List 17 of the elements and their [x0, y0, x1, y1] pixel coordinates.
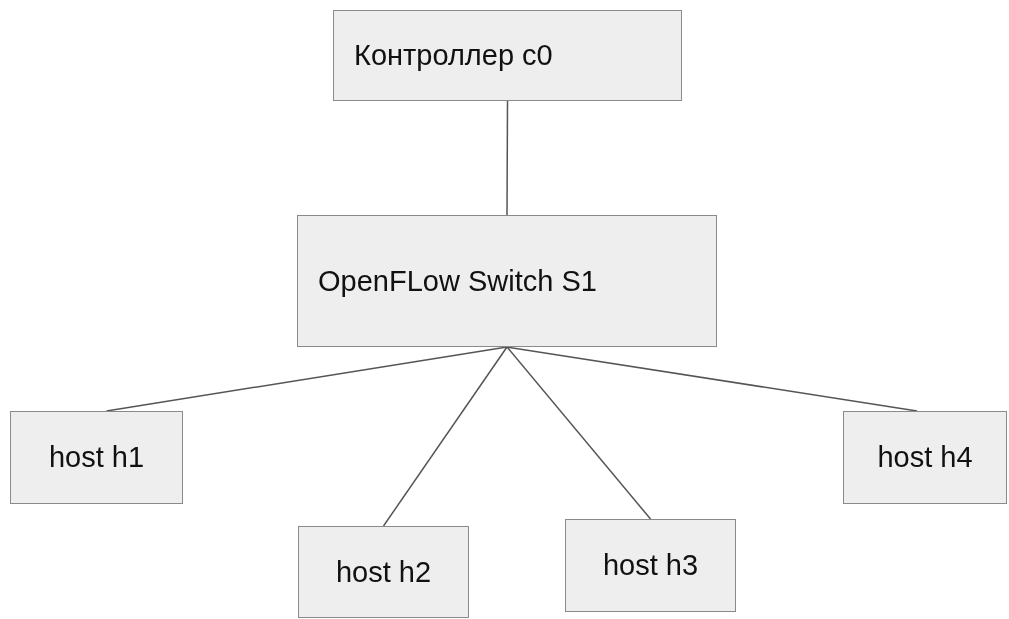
node-label: host h1: [48, 440, 145, 476]
node-box: [843, 411, 1007, 504]
connector-line: [105, 346, 508, 412]
node-label: host h4: [877, 440, 973, 476]
connector-line: [506, 346, 652, 520]
connector-line: [506, 100, 509, 216]
node-label: host h2: [335, 554, 432, 590]
node-label: OpenFLow Switch S1: [318, 263, 597, 299]
node-box: [333, 10, 682, 101]
connector-line: [382, 346, 508, 527]
node-box: [298, 526, 469, 618]
node-box: [297, 215, 717, 347]
node-label: Контроллер c0: [354, 38, 553, 74]
connector-line: [506, 346, 918, 412]
node-box: [10, 411, 183, 504]
node-box: [565, 519, 736, 612]
node-label: host h3: [602, 548, 699, 584]
